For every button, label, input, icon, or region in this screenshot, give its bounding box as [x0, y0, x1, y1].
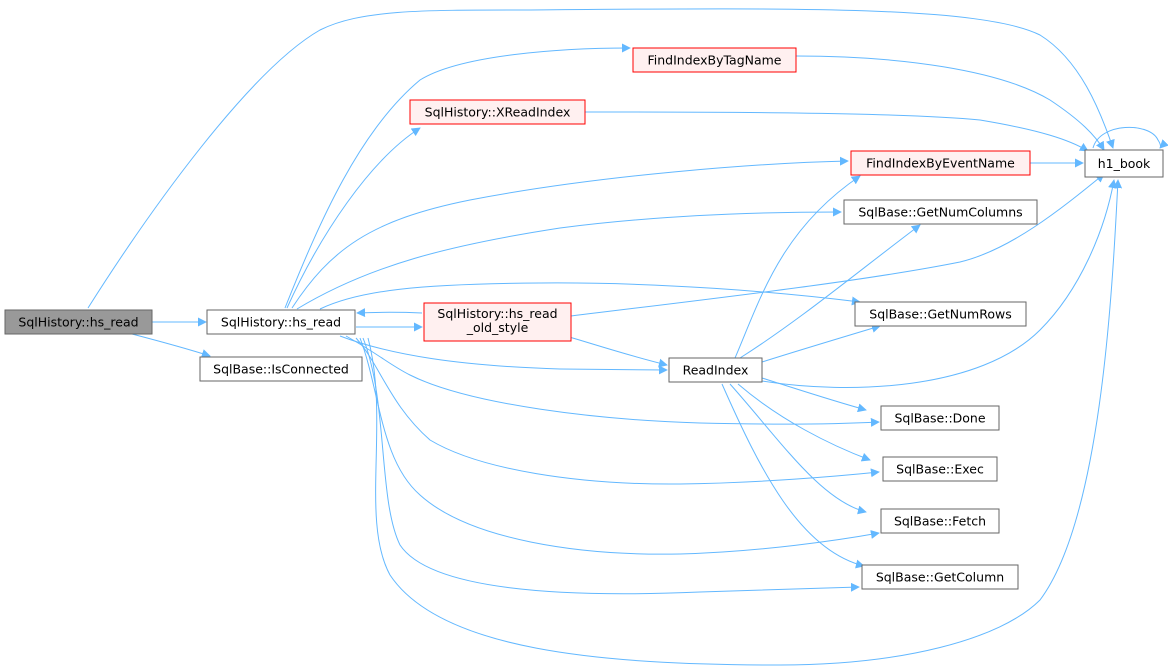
- edge-hs_read-to-exec: [355, 337, 880, 485]
- edge-hs_read_old_style-to-h1_book: [570, 173, 1105, 317]
- node-label: SqlBase::Exec: [896, 462, 984, 477]
- edge-hs_read-to-getnumrows: [319, 282, 861, 310]
- edge-readindex-to-h1_book: [761, 179, 1117, 388]
- node-sqlhistory-hs_read[interactable]: SqlHistory::hs_read: [206, 309, 356, 335]
- node-findindexbytagname[interactable]: FindIndexByTagName: [632, 47, 797, 73]
- edge-hs_read-to-getcolumn: [362, 337, 860, 595]
- node-label-line-1: SqlHistory::hs_read: [437, 306, 557, 321]
- node-label: SqlBase::GetColumn: [876, 570, 1004, 585]
- node-readindex[interactable]: ReadIndex: [668, 357, 763, 383]
- edge-readindex-to-done: [761, 377, 867, 413]
- node-label: FindIndexByEventName: [866, 156, 1015, 171]
- node-label-line-2: _old_style: [466, 320, 529, 335]
- edge-readindex-to-getcolumn: [721, 383, 865, 569]
- edge-hs_read_root-to-is_connected: [131, 333, 211, 358]
- edge-hs_read-to-h1_book: [367, 179, 1123, 666]
- node-label: SqlBase::GetNumRows: [869, 307, 1011, 322]
- node-sqlbase-getcolumn[interactable]: SqlBase::GetColumn: [861, 564, 1019, 590]
- edge-hs_read_old_style-to-hs_read: [356, 308, 423, 318]
- edge-hs_read-to-findindexbyeventname: [291, 156, 849, 309]
- node-sqlhistory-hs_read_old_style[interactable]: SqlHistory::hs_read _old_style: [423, 302, 572, 342]
- node-sqlbase-done[interactable]: SqlBase::Done: [880, 405, 1000, 431]
- edge-xreadindex-to-h1_book: [584, 111, 1089, 152]
- node-label: SqlHistory::hs_read: [221, 315, 341, 330]
- node-sqlbase-getnumrows[interactable]: SqlBase::GetNumRows: [854, 301, 1027, 327]
- node-label: h1_book: [1098, 156, 1151, 171]
- edge-h1_book-to-h1_book: [1092, 127, 1168, 149]
- node-sqlbase-fetch[interactable]: SqlBase::Fetch: [880, 508, 1000, 534]
- edges-layer: [87, 8, 1168, 666]
- edge-readindex-to-exec: [737, 383, 871, 462]
- node-sqlbase-getnumcolumns[interactable]: SqlBase::GetNumColumns: [843, 199, 1038, 225]
- edge-hs_read-to-done: [345, 335, 880, 427]
- edge-readindex-to-getnumcolumns: [739, 224, 921, 359]
- node-sqlbase-isconnected[interactable]: SqlBase::IsConnected: [199, 356, 363, 382]
- node-sqlbase-exec[interactable]: SqlBase::Exec: [882, 456, 998, 482]
- node-label: ReadIndex: [683, 363, 749, 378]
- edge-hs_read-to-fetch: [359, 337, 880, 555]
- nodes-layer: SqlHistory::hs_read SqlHistory::hs_read …: [4, 47, 1164, 590]
- edge-hs_read_old_style-to-readindex: [565, 335, 668, 368]
- edge-readindex-to-fetch: [729, 383, 867, 515]
- edge-hs_read-to-getnumcolumns: [296, 207, 842, 310]
- edge-hs_read-to-readindex: [339, 335, 668, 375]
- edge-readindex-to-findindexbyeventname: [734, 175, 861, 359]
- edge-readindex-to-getnumrows: [761, 324, 881, 363]
- edge-hs_read_root-to-h1_book: [87, 8, 1115, 309]
- node-sqlhistory-xreadindex[interactable]: SqlHistory::XReadIndex: [409, 99, 586, 125]
- node-sqlhistory-hs_read-root[interactable]: SqlHistory::hs_read: [4, 309, 153, 335]
- node-label: SqlHistory::XReadIndex: [425, 105, 571, 120]
- node-findindexbyeventname[interactable]: FindIndexByEventName: [850, 150, 1031, 176]
- node-label: SqlBase::IsConnected: [213, 362, 349, 377]
- node-label: FindIndexByTagName: [647, 53, 781, 68]
- node-label: SqlBase::GetNumColumns: [858, 205, 1022, 220]
- edge-findindexbytagname-to-h1_book: [795, 55, 1105, 151]
- node-h1_book[interactable]: h1_book: [1084, 149, 1164, 178]
- node-label: SqlBase::Fetch: [894, 514, 986, 529]
- edge-hs_read-to-xreadindex: [286, 127, 421, 309]
- node-label: SqlBase::Done: [894, 411, 985, 426]
- edge-hs_read-to-findindexbytagname: [284, 43, 631, 309]
- node-label: SqlHistory::hs_read: [18, 315, 138, 330]
